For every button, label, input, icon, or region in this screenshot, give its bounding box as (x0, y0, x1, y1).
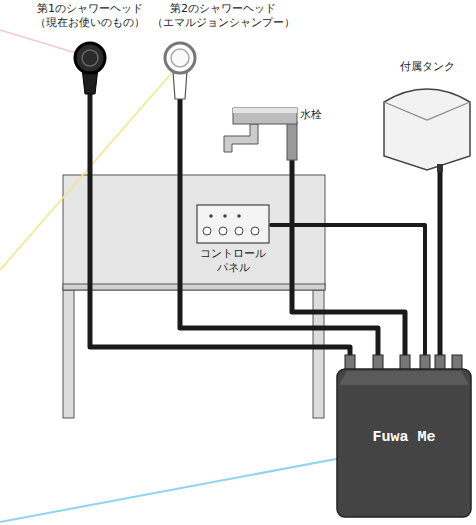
shower-head-shape (30, 2, 150, 94)
tank-shape (380, 60, 474, 172)
tank: 付属タンク (377, 60, 476, 172)
head-ring (75, 43, 105, 73)
faucet-stub (287, 122, 297, 160)
blue-line (0, 456, 352, 522)
table-top (63, 175, 325, 290)
tank-body (384, 89, 470, 170)
faucet: 水栓 (220, 102, 332, 160)
device-top (339, 371, 469, 385)
faucet-highlight (233, 108, 297, 113)
tank-edge (384, 102, 470, 120)
faucet-spout (224, 124, 258, 152)
hose (438, 172, 443, 355)
head-handle (173, 71, 187, 99)
panel-led (223, 214, 227, 218)
control-panel: コントロール パネル (195, 203, 271, 279)
head-face (82, 50, 98, 66)
faucet-body (233, 108, 297, 124)
part-label: コントロール パネル (195, 247, 271, 275)
table-leg (313, 290, 324, 418)
part-label: 付属タンク (377, 60, 476, 74)
device-name: Fuwa Me (332, 429, 476, 447)
panel-face (197, 205, 269, 243)
hose (271, 225, 425, 355)
panel-button (251, 227, 259, 235)
hose (292, 160, 405, 355)
panel-button (219, 227, 227, 235)
pink-line (0, 30, 76, 53)
device: Fuwa Me (332, 355, 476, 520)
table (63, 175, 325, 418)
shower-head: 第2のシャワーヘッド（エマルジョンシャンプー） (145, 2, 301, 99)
head-ring (165, 43, 195, 73)
part-label: 第1のシャワーヘッド (27, 2, 153, 16)
panel-button (235, 227, 243, 235)
panel-button (203, 227, 211, 235)
panel-led (237, 214, 241, 218)
table-leg (63, 290, 74, 418)
head-face (171, 49, 189, 67)
part-label: （現在お使いのもの） (27, 16, 153, 30)
shower-head: 第1のシャワーヘッド（現在お使いのもの） (27, 2, 153, 94)
tank-outlet (437, 164, 443, 172)
part-label: （エマルジョンシャンプー） (145, 16, 301, 30)
panel-led (209, 214, 213, 218)
part-label: 第2のシャワーヘッド (145, 2, 301, 16)
part-label: 水栓 (300, 108, 332, 122)
table-rail (63, 284, 325, 290)
